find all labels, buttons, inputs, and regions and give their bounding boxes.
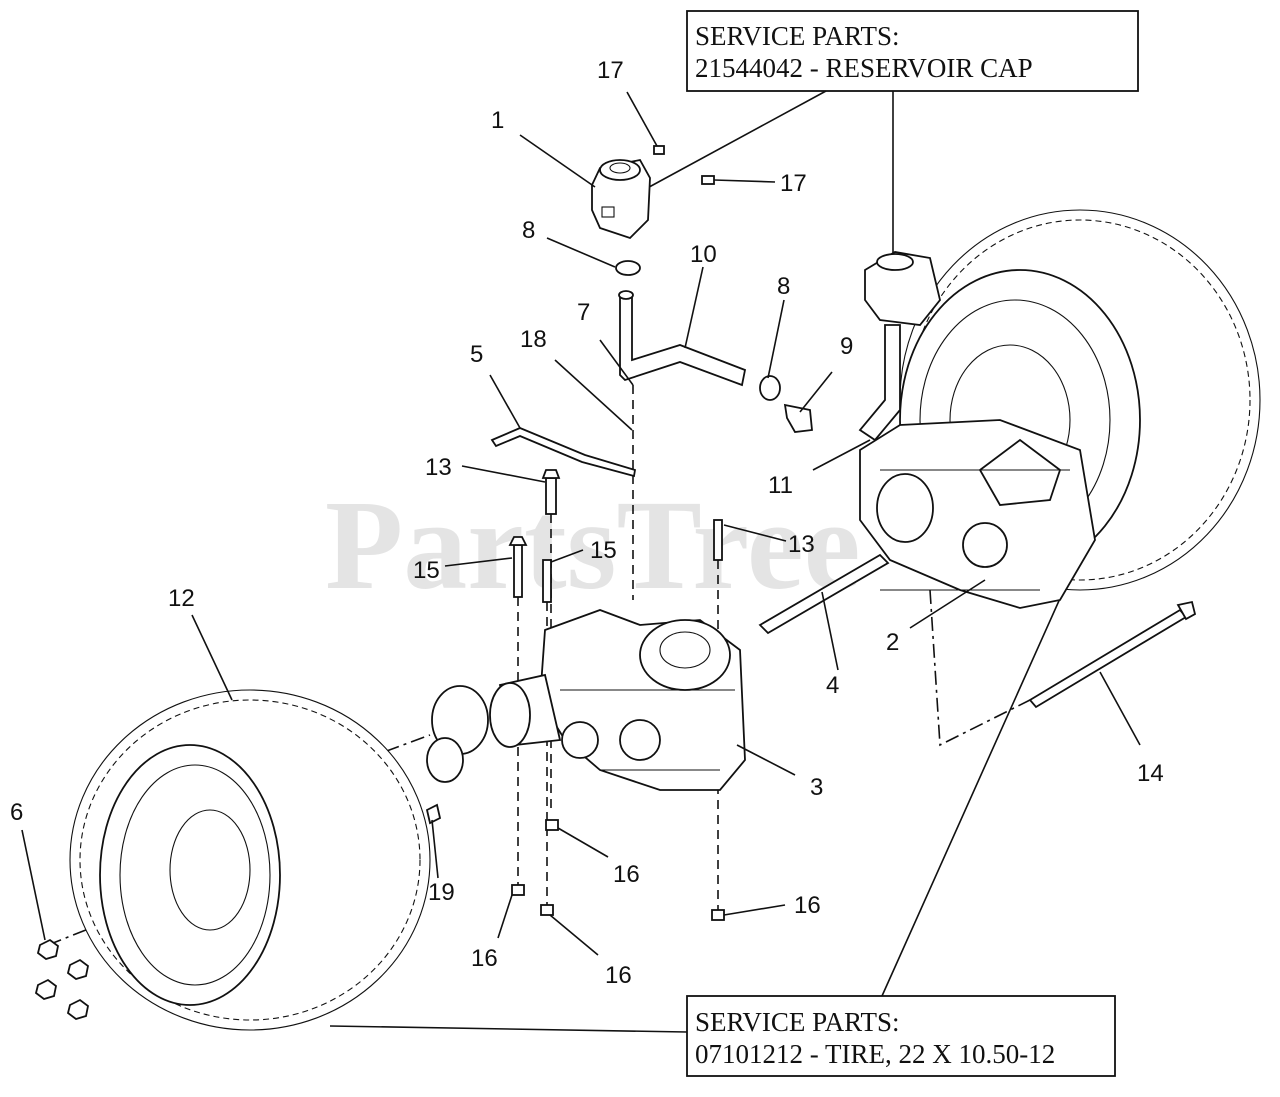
- service-box-2-title: SERVICE PARTS:: [695, 1007, 900, 1037]
- fitting-17b: [701, 175, 715, 185]
- rod-5: [490, 427, 637, 478]
- nut-16a: [511, 884, 525, 896]
- tire-left: [69, 689, 431, 1031]
- rod-4: [758, 553, 890, 635]
- reservoir: [591, 158, 651, 240]
- callout-6: 6: [10, 799, 23, 826]
- service-box-2-part: 07101212 - TIRE, 22 X 10.50-12: [695, 1039, 1055, 1069]
- service-parts-box-reservoir-cap: SERVICE PARTS: 21544042 - RESERVOIR CAP: [686, 10, 1139, 92]
- callout-2: 2: [886, 629, 899, 656]
- reservoir-right: [858, 251, 941, 442]
- bolt-13a: [541, 469, 561, 515]
- callout-14: 14: [1137, 760, 1164, 787]
- callout-16-c: 16: [471, 945, 498, 972]
- callout-16-d: 16: [605, 962, 632, 989]
- callout-9: 9: [840, 333, 853, 360]
- lug-nuts-6: [34, 938, 89, 1020]
- callout-8-right: 8: [777, 273, 790, 300]
- fitting-9: [783, 403, 813, 433]
- callout-16-b: 16: [794, 892, 821, 919]
- bolt-15b: [542, 559, 552, 603]
- callout-18: 18: [520, 326, 547, 353]
- callout-3: 3: [810, 774, 823, 801]
- callout-5: 5: [470, 341, 483, 368]
- service-box-1-title: SERVICE PARTS:: [695, 21, 900, 51]
- valve-stem-19: [425, 803, 442, 825]
- callout-15-right: 15: [590, 537, 617, 564]
- callout-19: 19: [428, 879, 455, 906]
- callout-16-a: 16: [613, 861, 640, 888]
- rod-14: [1028, 600, 1197, 709]
- callout-13-left: 13: [425, 454, 452, 481]
- bolt-13b: [713, 519, 723, 561]
- callout-13-right: 13: [788, 531, 815, 558]
- hose-clamp-8b: [759, 375, 781, 401]
- hose-10: [618, 290, 747, 387]
- nut-16d: [711, 909, 725, 921]
- callout-17-right: 17: [780, 170, 807, 197]
- nut-16b: [540, 904, 554, 916]
- callout-12: 12: [168, 585, 195, 612]
- callout-4: 4: [826, 672, 839, 699]
- callout-11: 11: [768, 472, 793, 499]
- transmission-left: [426, 609, 746, 791]
- hose-clamp-8a: [615, 260, 641, 276]
- callout-15-left: 15: [413, 557, 440, 584]
- callout-17-top: 17: [597, 57, 624, 84]
- fitting-17a: [653, 145, 665, 155]
- callout-8-left: 8: [522, 217, 535, 244]
- transmission-right: [859, 419, 1096, 609]
- service-box-1-part: 21544042 - RESERVOIR CAP: [695, 53, 1033, 83]
- nut-16c: [545, 819, 559, 831]
- callout-10: 10: [690, 241, 717, 268]
- callout-7: 7: [577, 299, 590, 326]
- service-parts-box-tire: SERVICE PARTS: 07101212 - TIRE, 22 X 10.…: [686, 995, 1116, 1077]
- watermark-text: PartsTree: [325, 474, 860, 616]
- callout-1: 1: [491, 107, 504, 134]
